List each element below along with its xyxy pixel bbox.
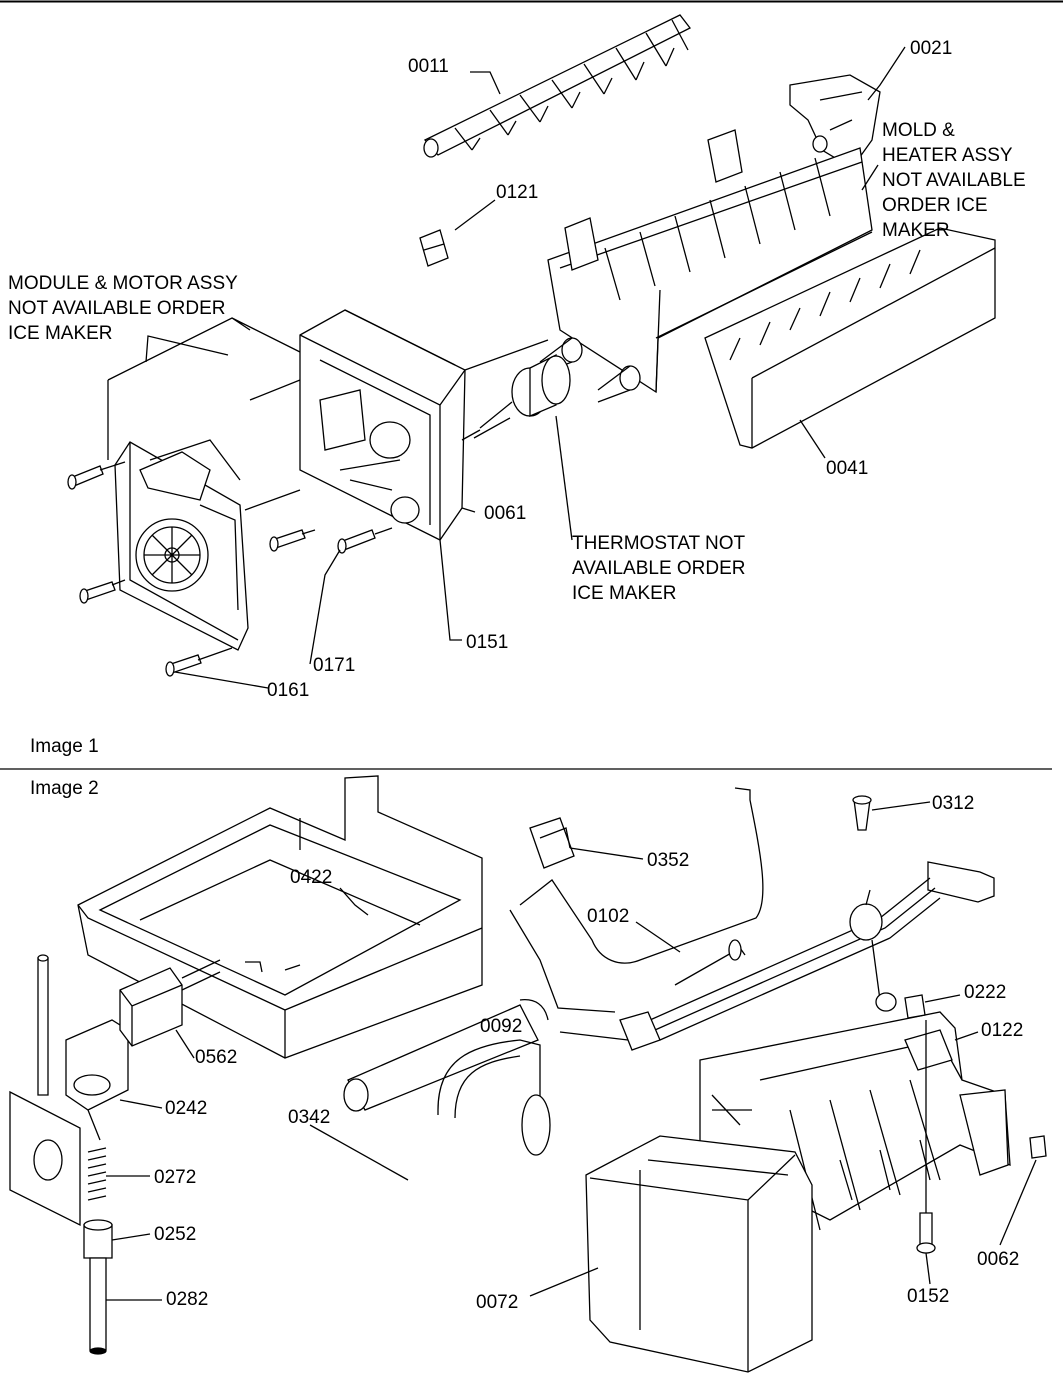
label-0422: 0422 [290, 867, 332, 888]
label-0151: 0151 [466, 632, 508, 653]
screws-image1 [67, 465, 376, 677]
label-0282: 0282 [166, 1289, 208, 1310]
image2-drawing [9, 775, 1047, 1373]
label-0152: 0152 [907, 1286, 949, 1307]
label-0021: 0021 [910, 38, 952, 59]
note-thermostat-line1: THERMOSTAT NOT [572, 533, 746, 554]
screw-0312 [852, 795, 872, 831]
note-mold-line2: HEATER ASSY [882, 145, 1013, 166]
label-0062: 0062 [977, 1249, 1019, 1270]
label-0072: 0072 [476, 1292, 518, 1313]
housing [299, 309, 466, 541]
leader-lines-image2 [106, 801, 1037, 1301]
label-0342: 0342 [288, 1107, 330, 1128]
label-0272: 0272 [154, 1167, 196, 1188]
label-0161: 0161 [267, 680, 309, 701]
label-0092: 0092 [480, 1016, 522, 1037]
module-plate [114, 439, 249, 651]
label-0011: 0011 [408, 56, 449, 77]
note-mold-line1: MOLD & [882, 120, 955, 141]
label-0121: 0121 [496, 182, 538, 203]
clip-0121 [419, 229, 449, 267]
cover-0072 [585, 1135, 813, 1373]
small-parts [875, 992, 1047, 1254]
image1-caption: Image 1 [30, 736, 99, 757]
label-0041: 0041 [826, 458, 868, 479]
label-0242: 0242 [165, 1098, 207, 1119]
image1-drawing [67, 14, 996, 689]
label-0102: 0102 [587, 906, 629, 927]
note-mold-line5: MAKER [882, 220, 950, 241]
label-0061: 0061 [484, 503, 526, 524]
label-0171: 0171 [313, 655, 355, 676]
module-outline [107, 317, 301, 460]
front-cover [704, 227, 996, 449]
label-0562: 0562 [195, 1047, 237, 1068]
stop-bracket [789, 74, 881, 169]
fill-cup [343, 999, 551, 1156]
ice-mold [547, 129, 873, 394]
note-thermostat-line2: AVAILABLE ORDER [572, 558, 746, 579]
label-0122: 0122 [981, 1020, 1023, 1041]
leader-lines-image1 [145, 46, 906, 689]
thermostat [473, 353, 571, 439]
ejector-shaft [423, 14, 691, 158]
note-module-line2: NOT AVAILABLE ORDER [8, 298, 226, 319]
label-0222: 0222 [964, 982, 1006, 1003]
wire-harness [509, 787, 995, 1051]
fill-tube [9, 954, 129, 1355]
note-mold-line4: ORDER ICE [882, 195, 988, 216]
label-0352: 0352 [647, 850, 689, 871]
clip-0352 [529, 817, 575, 869]
note-mold-line3: NOT AVAILABLE [882, 170, 1026, 191]
valve-connector [119, 959, 221, 1047]
note-module-line1: MODULE & MOTOR ASSY [8, 273, 238, 294]
label-0312: 0312 [932, 793, 974, 814]
mold-pins [539, 337, 641, 403]
image2-caption: Image 2 [30, 778, 99, 799]
guide-lines-image1 [99, 339, 549, 661]
note-module-line3: ICE MAKER [8, 323, 113, 344]
label-0252: 0252 [154, 1224, 196, 1245]
note-thermostat-line3: ICE MAKER [572, 583, 677, 604]
